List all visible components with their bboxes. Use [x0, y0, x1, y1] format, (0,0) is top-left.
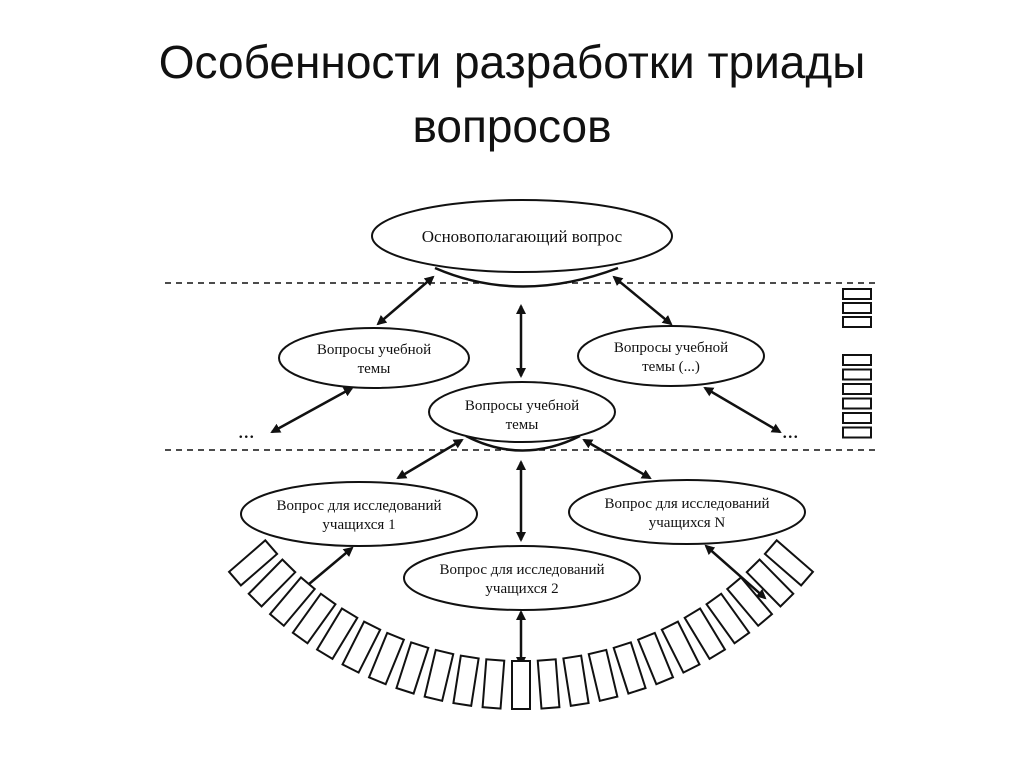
title-line-2: вопросов	[412, 100, 612, 152]
title-line-1: Особенности разработки триады	[158, 36, 866, 88]
unit-question-2-line2: темы	[506, 417, 539, 433]
arrow-top-right	[612, 275, 673, 326]
student-box	[636, 631, 675, 686]
student-box	[612, 641, 647, 695]
student-box	[423, 648, 455, 703]
student-question-1-line1: Вопрос для исследований	[276, 498, 441, 514]
ellipsis-right: ...	[782, 418, 799, 443]
side-box	[842, 368, 872, 381]
student-box	[683, 607, 727, 661]
student-question-3-line2: учащихся N	[649, 515, 726, 531]
side-box	[842, 383, 872, 395]
student-box	[536, 658, 561, 710]
student-box	[367, 631, 406, 686]
unit-question-node-3: Вопросы учебной темы (...)	[577, 325, 765, 387]
side-box	[842, 426, 872, 439]
student-box	[227, 538, 279, 587]
essential-question-node: Основополагающий вопрос	[371, 199, 673, 288]
side-box	[842, 354, 872, 366]
student-question-2-line2: учащихся 2	[485, 581, 558, 597]
arrow-student-right-row	[704, 544, 767, 600]
slide-title: Особенности разработки триады вопросов	[0, 30, 1024, 158]
student-question-1-line2: учащихся 1	[322, 517, 395, 533]
student-box	[341, 620, 382, 674]
student-box	[562, 654, 590, 707]
unit-question-2-line1: Вопросы учебной	[465, 398, 579, 414]
student-box	[291, 592, 337, 645]
student-box	[660, 620, 701, 674]
side-box-column-upper	[842, 288, 872, 328]
student-box	[587, 648, 619, 703]
student-question-3-line1: Вопрос для исследований	[604, 496, 769, 512]
side-box	[842, 412, 872, 424]
student-box	[247, 558, 297, 608]
arrow-lower-right	[582, 438, 652, 480]
student-question-node-2: Вопрос для исследований учащихся 2	[403, 545, 641, 611]
side-box	[842, 302, 872, 314]
student-box	[511, 660, 531, 710]
student-box	[452, 654, 480, 707]
student-box	[745, 558, 795, 608]
student-box	[315, 607, 359, 661]
arrow-unit-left-ellipsis	[270, 386, 354, 434]
arrow-lower-left	[396, 438, 464, 480]
student-question-2-line1: Вопрос для исследований	[439, 562, 604, 578]
student-question-node-1: Вопрос для исследований учащихся 1	[240, 481, 478, 547]
essential-question-label: Основополагающий вопрос	[422, 227, 623, 246]
unit-question-3-line2: темы (...)	[642, 359, 700, 375]
student-box	[763, 538, 815, 587]
arrow-top-left	[376, 275, 435, 326]
student-box	[481, 658, 506, 710]
side-box-column-lower	[842, 354, 872, 439]
student-boxes-arc	[227, 538, 815, 710]
arrow-unit-right-ellipsis	[703, 386, 782, 434]
student-box	[705, 592, 751, 645]
student-box	[725, 576, 774, 628]
unit-question-1-line1: Вопросы учебной	[317, 342, 431, 358]
side-box	[842, 316, 872, 328]
unit-question-node-2: Вопросы учебной темы	[428, 381, 616, 452]
side-box	[842, 397, 872, 410]
ellipsis-left: ...	[238, 418, 255, 443]
side-box	[842, 288, 872, 300]
student-box	[268, 576, 317, 628]
unit-question-node-1: Вопросы учебной темы	[278, 327, 470, 389]
student-question-node-3: Вопрос для исследований учащихся N	[568, 479, 806, 545]
unit-question-3-line1: Вопросы учебной	[614, 340, 728, 356]
student-box	[395, 641, 430, 695]
unit-question-1-line2: темы	[358, 361, 391, 377]
